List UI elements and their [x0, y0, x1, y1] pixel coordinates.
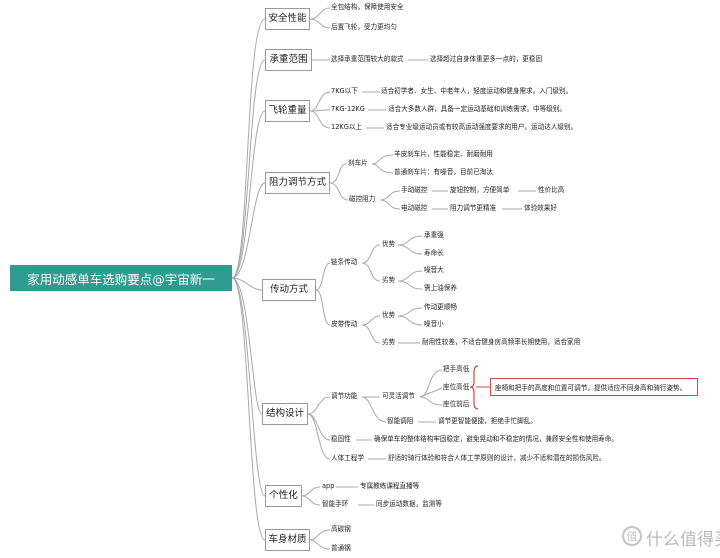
brake-pad-label: 刹车片	[348, 159, 368, 167]
material-item: 普通钢	[331, 544, 351, 552]
belt-pro: 噪音小	[424, 320, 444, 328]
smart-resistance-detail: 调节更智能便捷，拒绝手忙脚乱。	[438, 417, 537, 425]
branch-safety: 安全性能	[265, 8, 310, 30]
flywheel-desc: 适合专业级运动员或有较高运动强度要求的用户。运动达人级别。	[386, 123, 578, 131]
flywheel-weight: 7KG-12KG	[331, 105, 365, 113]
stability-detail: 确保单车的整体结构牢固稳定，避免晃动和不稳定的情况，兼顾安全性和使用寿命。	[374, 435, 618, 443]
material-item: 高碳钢	[331, 525, 351, 533]
branch-resistance: 阻力调节方式	[265, 172, 330, 194]
load-item: 选择承重范围较大的款式	[331, 55, 404, 63]
chain-pros-label: 优势	[382, 240, 396, 248]
adjust-note: 座椅和把手的高度和位置可调节，提供适应不同身高和骑行姿势。	[490, 378, 698, 396]
chain-pro: 承重强	[424, 231, 444, 239]
electric-magnetic-note: 体验效果好	[524, 204, 557, 212]
branch-load: 承重范围	[265, 49, 312, 71]
brake-pad-item: 羊皮刹车片，性能稳定、耐磨耐用	[394, 150, 493, 158]
smart-resistance: 智能调阻	[387, 417, 414, 425]
ergonomics-label: 人体工程学	[331, 454, 364, 462]
branch-flywheel: 飞轮重量	[265, 100, 310, 122]
watermark-text: 什么值得买	[646, 530, 720, 550]
flywheel-weight: 7KG以下	[331, 87, 358, 95]
root-node: 家用动感单车选购要点@宇宙新一	[10, 265, 232, 291]
brake-pad-item: 普通刹车片：有噪音，目前已淘汰	[394, 168, 493, 176]
adjust-part: 座位高低	[443, 383, 470, 391]
chain-con: 需上油保养	[424, 284, 457, 292]
chain-con: 噪音大	[424, 266, 444, 274]
chain-label: 链条传动	[331, 258, 358, 266]
app-label: app	[322, 482, 335, 490]
stability-label: 稳固性	[331, 435, 351, 443]
belt-cons-label: 劣势	[382, 338, 396, 346]
electric-magnetic: 电动磁控	[401, 204, 428, 212]
band-detail: 同步运动数据，监测等	[376, 500, 442, 508]
branch-transmission: 传动方式	[262, 279, 316, 301]
adjust-part: 座位前后	[443, 400, 470, 408]
magnetic-label: 磁控阻力	[349, 195, 376, 203]
adjust-flexible: 可灵活调节	[382, 392, 415, 400]
flywheel-desc: 适合大多数人群，具备一定运动基础和训练需求。中等级别。	[388, 105, 567, 113]
load-detail: 选择超过自身体重更多一点的，更稳固	[430, 55, 543, 63]
belt-label: 皮带传动	[331, 320, 358, 328]
electric-magnetic-detail: 阻力调节更精准	[450, 204, 497, 212]
watermark-logo-icon: 值	[622, 526, 642, 546]
flywheel-desc: 适合初学者、女生、中老年人，轻度运动和健身需求。入门级别。	[381, 87, 573, 95]
ergonomics-detail: 舒适的骑行体验和符合人体工学原则的设计，减少不适和潜在的损伤风险。	[388, 454, 606, 462]
belt-pro: 传动更顺畅	[424, 303, 457, 311]
manual-magnetic-note: 性价比高	[538, 186, 565, 194]
adjust-part: 把手高低	[443, 365, 470, 373]
manual-magnetic-detail: 旋钮控制，方便简单	[450, 186, 510, 194]
safety-item: 全包结构，保障使用安全	[331, 3, 404, 11]
branch-material: 车身材质	[265, 529, 310, 551]
flywheel-weight: 12KG以上	[331, 123, 363, 131]
safety-item: 后置飞轮，受力更均匀	[331, 23, 397, 31]
branch-structure: 结构设计	[262, 403, 308, 425]
chain-cons-label: 劣势	[382, 276, 396, 284]
app-detail: 专属教练课程直播等	[360, 482, 420, 490]
band-label: 智能手环	[322, 500, 349, 508]
chain-pro: 寿命长	[424, 249, 444, 257]
belt-cons-detail: 耐用性较差，不适合健身房高频率长期使用，适合家用	[422, 338, 581, 346]
branch-personalization: 个性化	[265, 485, 302, 507]
manual-magnetic: 手动磁控	[401, 186, 428, 194]
belt-pros-label: 优势	[382, 311, 396, 319]
adjust-label: 调节功能	[331, 392, 358, 400]
